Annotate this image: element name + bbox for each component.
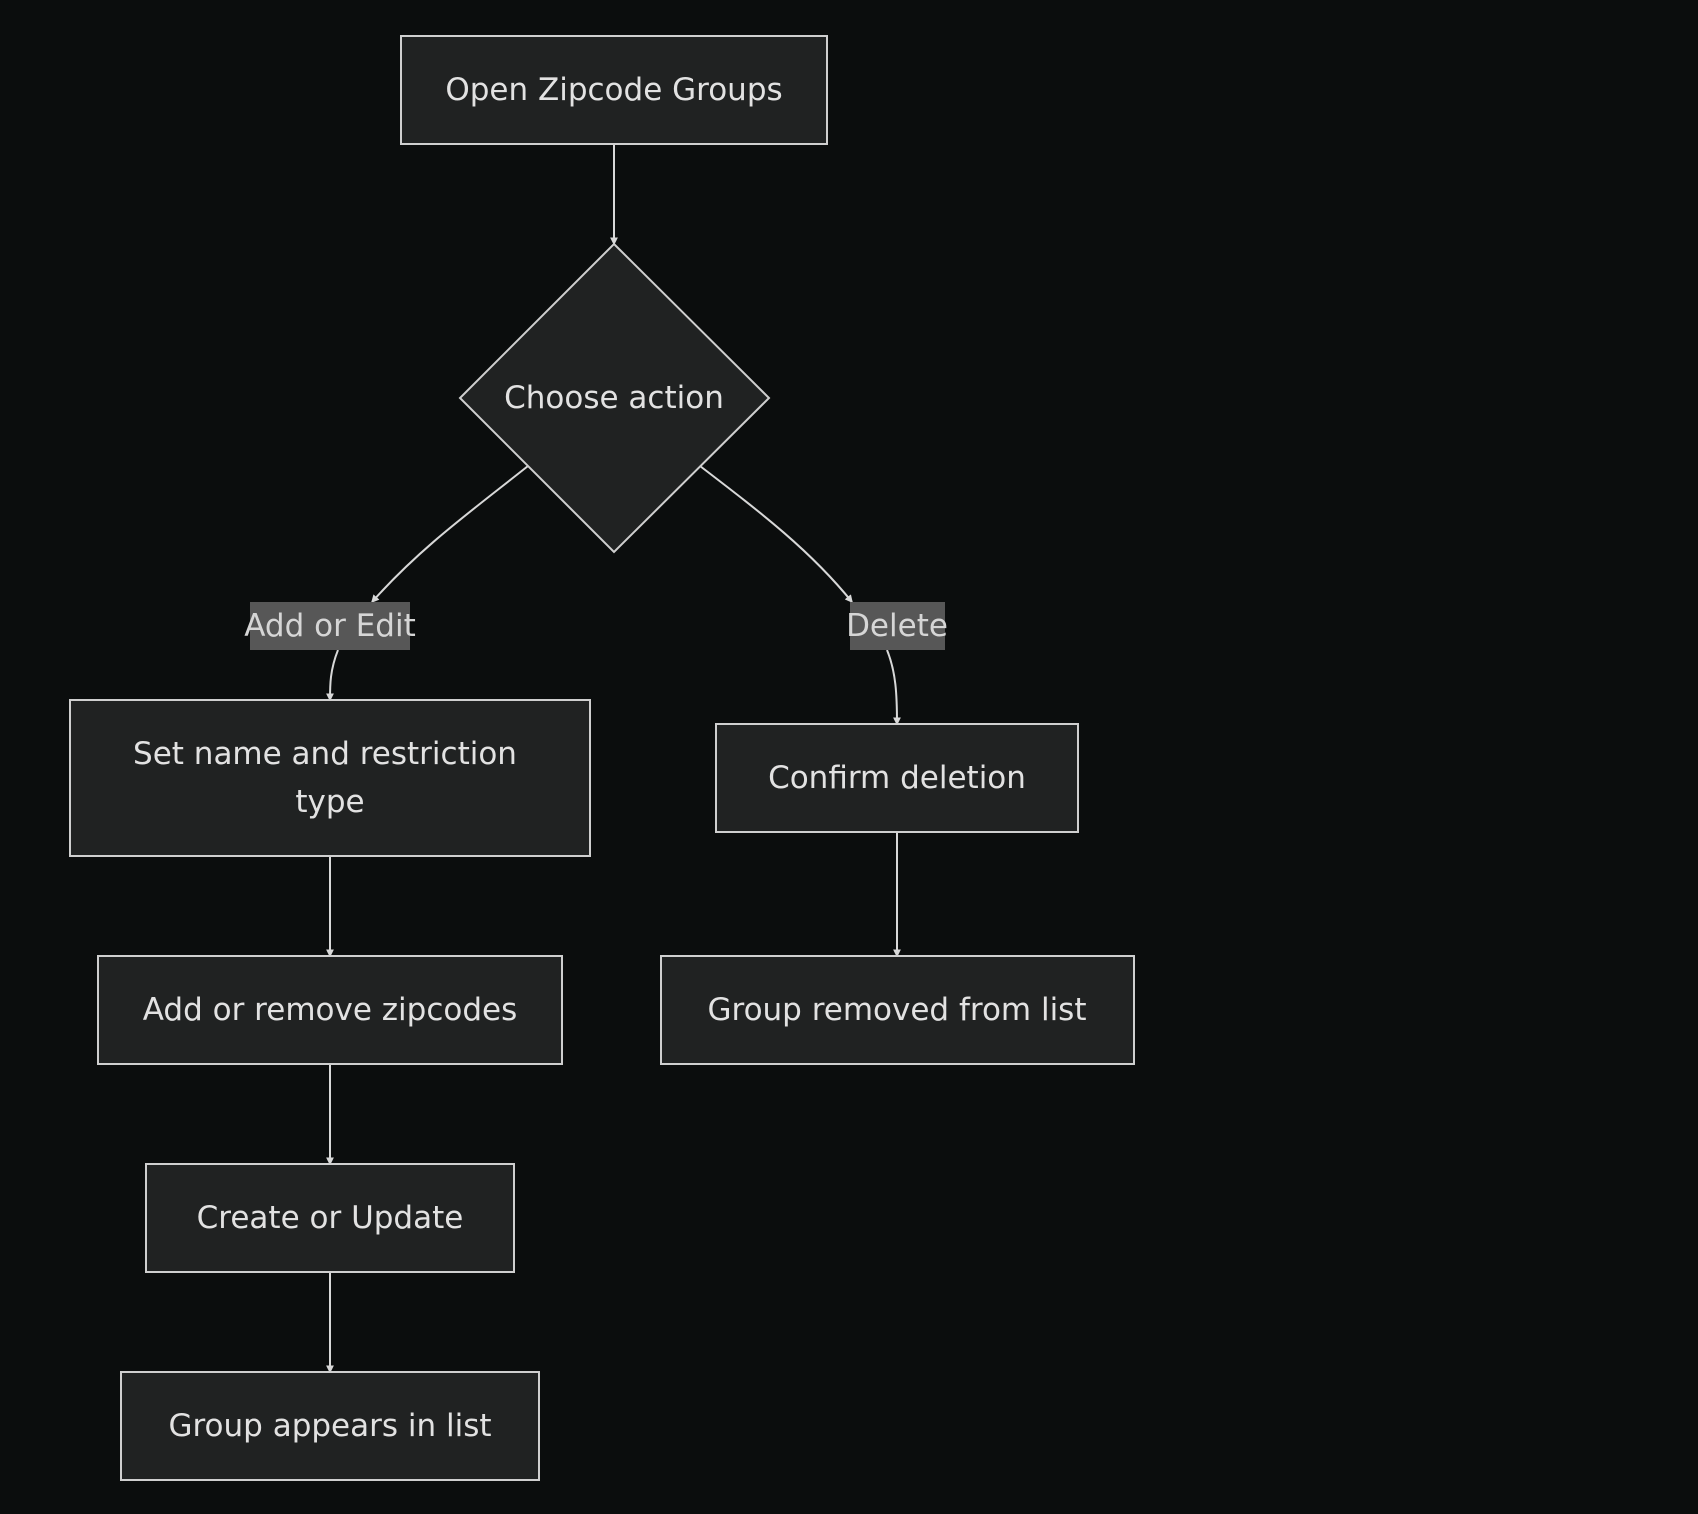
node-group-removed-from-list-label: Group removed from list: [707, 992, 1086, 1028]
edge-label-delete-text: Delete: [846, 608, 948, 644]
node-add-remove-zipcodes: Add or remove zipcodes: [97, 955, 563, 1065]
edge-choose-to-confirm-lower: [886, 649, 901, 726]
edge-label-delete: Delete: [846, 602, 948, 650]
node-group-removed-from-list: Group removed from list: [660, 955, 1135, 1065]
node-confirm-deletion-label: Confirm deletion: [768, 760, 1026, 796]
node-open-zipcode-groups-label: Open Zipcode Groups: [445, 72, 782, 108]
node-add-remove-zipcodes-label: Add or remove zipcodes: [143, 992, 517, 1028]
node-set-name-restriction-line1: Set name and restriction: [133, 736, 517, 772]
edge-choose-to-confirm: [699, 465, 853, 604]
edge-label-add-or-edit-text: Add or Edit: [244, 608, 415, 644]
node-group-appears-in-list: Group appears in list: [120, 1371, 540, 1481]
edge-choose-to-set-name: [371, 465, 529, 603]
node-choose-action-label: Choose action: [504, 380, 724, 416]
node-group-appears-in-list-label: Group appears in list: [168, 1408, 491, 1444]
node-open-zipcode-groups: Open Zipcode Groups: [400, 35, 828, 145]
node-set-name-restriction-line2: type: [295, 784, 364, 820]
node-choose-action: Choose action: [458, 242, 771, 554]
node-create-or-update-label: Create or Update: [197, 1200, 464, 1236]
edge-choose-to-set-name-lower: [326, 649, 339, 702]
edge-label-add-or-edit: Add or Edit: [244, 602, 416, 650]
node-confirm-deletion: Confirm deletion: [715, 723, 1079, 833]
node-set-name-restriction: Set name and restriction type: [69, 699, 591, 857]
node-create-or-update: Create or Update: [145, 1163, 515, 1273]
